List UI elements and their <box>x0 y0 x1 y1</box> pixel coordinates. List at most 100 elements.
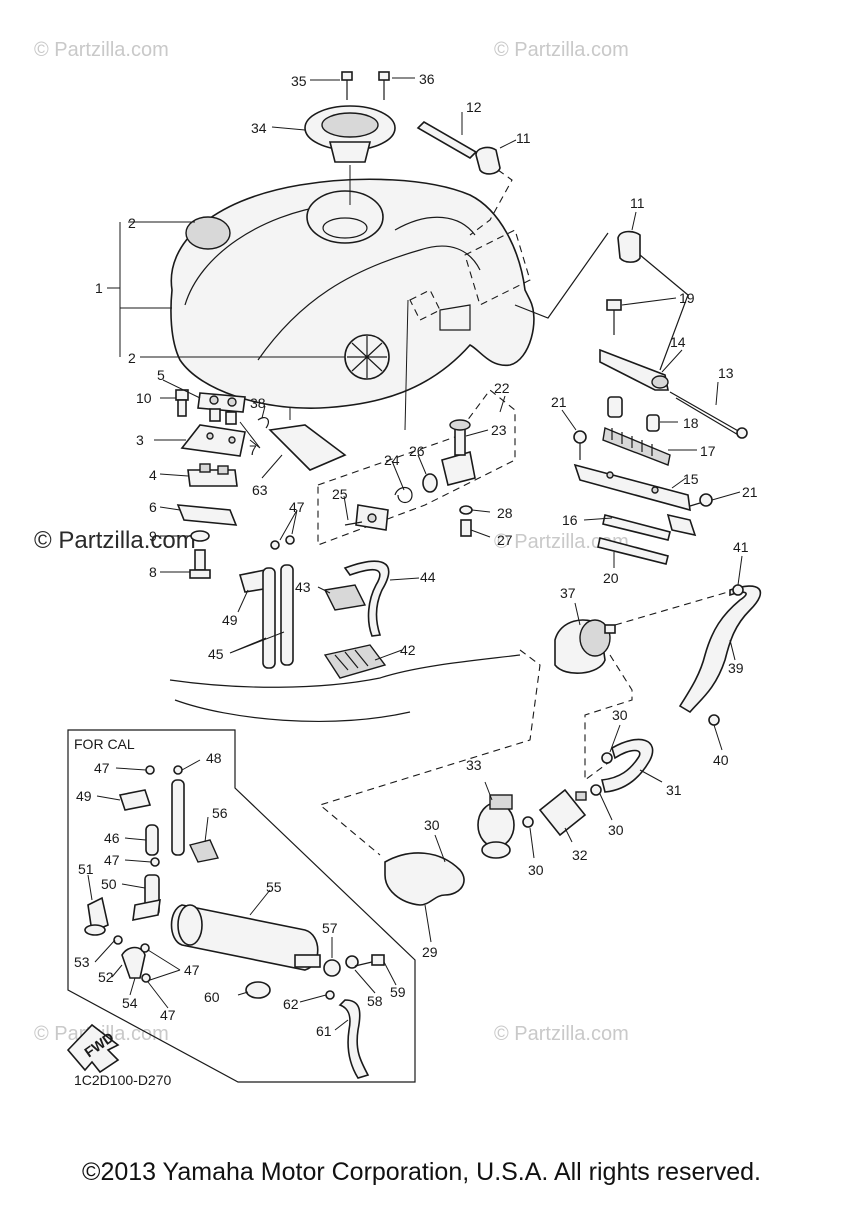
callout-11b: 11 <box>630 195 645 211</box>
callout-18: 18 <box>683 415 699 431</box>
plate-16 <box>602 513 697 541</box>
leader-lines <box>87 77 743 1031</box>
plate-20 <box>597 537 669 565</box>
callout-7: 7 <box>249 442 257 458</box>
gasket-25 <box>355 504 389 531</box>
callout-1: 1 <box>95 280 103 296</box>
cock-body-23 <box>441 419 476 486</box>
callout-21b: 21 <box>742 484 758 500</box>
inset-callout-57: 57 <box>322 920 338 936</box>
callout-28: 28 <box>497 505 513 521</box>
callout-21a: 21 <box>551 394 567 410</box>
inset-callout-46: 46 <box>104 830 120 846</box>
inset-callout-58: 58 <box>367 993 383 1009</box>
inset-callout-52: 52 <box>98 969 114 985</box>
callout-42: 42 <box>400 642 416 658</box>
inset-callout-48: 48 <box>206 750 222 766</box>
damper-11b <box>514 230 689 371</box>
callout-29: 29 <box>422 944 438 960</box>
inset-callout-55: 55 <box>266 879 282 895</box>
screw-25 <box>344 521 363 526</box>
damper-17 <box>602 427 671 466</box>
fuel-cock-group <box>317 389 516 546</box>
callout-24: 24 <box>384 452 400 468</box>
damper-11a <box>469 146 513 236</box>
callout-15: 15 <box>683 471 699 487</box>
cap-bolt-36 <box>378 71 390 100</box>
bracket-3 <box>180 424 246 457</box>
washer-28 <box>459 505 473 515</box>
callout-47: 47 <box>289 499 305 515</box>
band-44 <box>343 560 390 637</box>
cal-parts-57-59 <box>323 954 385 977</box>
bracket-33 <box>477 794 515 859</box>
inset-callout-59: 59 <box>390 984 406 1000</box>
collars-18 <box>607 396 660 432</box>
callout-14: 14 <box>670 334 686 350</box>
cal-inset-border <box>67 729 416 1083</box>
callout-30a: 30 <box>424 817 440 833</box>
cal-inset-title: FOR CAL <box>74 736 135 752</box>
inset-callout-53: 53 <box>74 954 90 970</box>
callout-9: 9 <box>149 528 157 544</box>
diagram-code: 1C2D100-D270 <box>74 1072 171 1088</box>
inset-callout-50: 50 <box>101 876 117 892</box>
bolt-19 <box>606 299 622 335</box>
callout-35: 35 <box>291 73 307 89</box>
callout-13: 13 <box>718 365 734 381</box>
callout-22: 22 <box>494 380 510 396</box>
washer-9 <box>190 530 210 542</box>
inset-callout-47a: 47 <box>94 760 110 776</box>
fuel-pump-37 <box>554 619 616 675</box>
watermark-top-left: © Partzilla.com <box>34 39 169 61</box>
clamp-40 <box>708 714 720 726</box>
callout-20: 20 <box>603 570 619 586</box>
fuel-tank <box>170 178 535 409</box>
callout-44: 44 <box>420 569 436 585</box>
clips-47 <box>270 535 295 550</box>
bolt-27 <box>460 519 472 537</box>
bolt-21a <box>573 430 587 460</box>
watermark-bottom-right: © Partzilla.com <box>494 1023 629 1045</box>
inset-callout-60: 60 <box>204 989 220 1005</box>
cal-valve-50 <box>132 874 161 922</box>
inset-callout-56: 56 <box>212 805 228 821</box>
bolt-21b <box>689 493 713 507</box>
callout-30d: 30 <box>612 707 628 723</box>
callout-3: 3 <box>136 432 144 448</box>
callout-23: 23 <box>491 422 507 438</box>
fwd-arrow: FWD <box>66 1023 120 1074</box>
callout-38: 38 <box>250 395 266 411</box>
watermark-top-right: © Partzilla.com <box>494 39 629 61</box>
hose-29 <box>384 852 465 906</box>
callout-33: 33 <box>466 757 482 773</box>
hose-31 <box>601 738 654 793</box>
callout-26: 26 <box>409 443 425 459</box>
bracket-14 <box>599 348 669 391</box>
callout-16: 16 <box>562 512 578 528</box>
callout-30b: 30 <box>528 862 544 878</box>
cal-parts-60-62 <box>245 981 335 1000</box>
clamp-41 <box>732 584 744 596</box>
bolt-8 <box>189 549 211 579</box>
inset-callout-47b: 47 <box>104 852 120 868</box>
callout-5: 5 <box>157 367 165 383</box>
inset-callout-47d: 47 <box>160 1007 176 1023</box>
copyright-notice: ©2013 Yamaha Motor Corporation, U.S.A. A… <box>82 1158 761 1186</box>
callout-49: 49 <box>222 612 238 628</box>
cal-canister-55 <box>170 904 321 971</box>
bolt-13 <box>669 391 748 439</box>
callout-2a: 2 <box>128 215 136 231</box>
callout-17: 17 <box>700 443 716 459</box>
callout-2b: 2 <box>128 350 136 366</box>
callout-12: 12 <box>466 99 482 115</box>
cal-bracket-51 <box>84 896 109 936</box>
inset-callout-61: 61 <box>316 1023 332 1039</box>
damper-5 <box>197 392 246 413</box>
bracket-15 <box>573 463 691 512</box>
collars-7 <box>209 408 237 425</box>
callout-27: 27 <box>497 532 513 548</box>
callout-19: 19 <box>679 290 695 306</box>
inset-callout-51: 51 <box>78 861 94 877</box>
